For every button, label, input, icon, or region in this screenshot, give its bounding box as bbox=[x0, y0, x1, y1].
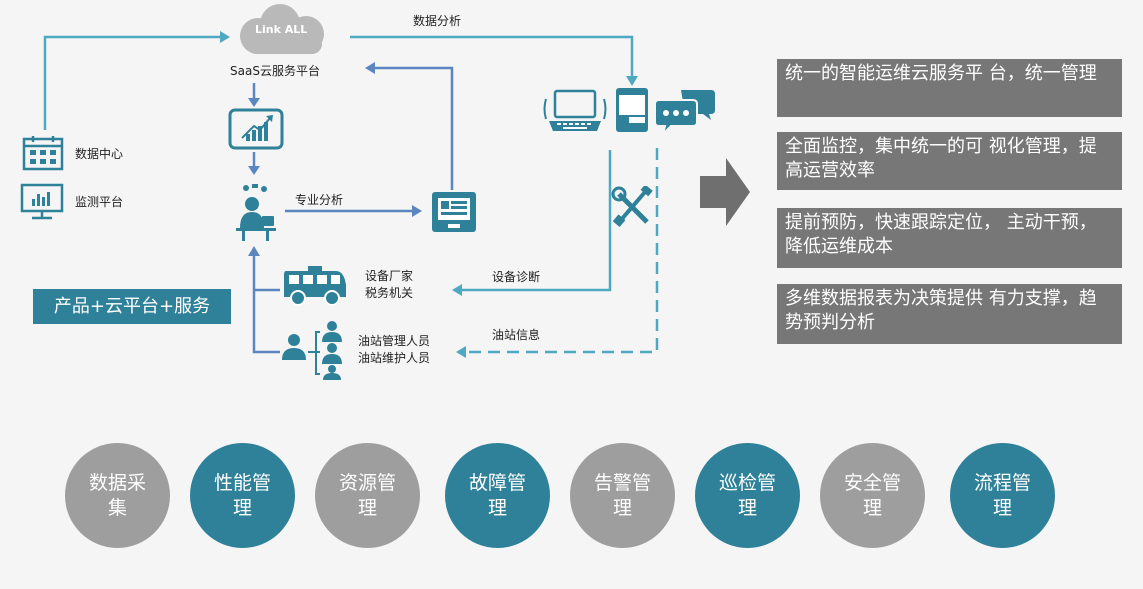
computer-screen-icon bbox=[432, 192, 476, 232]
module-performance: 性能管理 bbox=[190, 443, 295, 548]
label-device-diagnosis: 设备诊断 bbox=[492, 270, 541, 284]
module-inspection: 巡检管理 bbox=[695, 443, 800, 548]
target-vendor-line2: 税务机关 bbox=[365, 286, 414, 300]
feature-3: 提前预防，快速跟踪定位， 主动干预，降低运维成本 bbox=[777, 208, 1122, 268]
feature-4: 多维数据报表为决策提供 有力支撑，趋势预判分析 bbox=[777, 284, 1122, 344]
big-arrow-icon bbox=[700, 158, 750, 226]
module-security: 安全管理 bbox=[820, 443, 925, 548]
label-monitor-platform: 监测平台 bbox=[75, 195, 124, 209]
module-label: 数据采集 bbox=[88, 471, 146, 519]
arrowhead bbox=[220, 31, 230, 43]
module-label: 性能管理 bbox=[213, 471, 271, 519]
line-screen-to-cloud bbox=[375, 66, 454, 190]
arrowhead bbox=[452, 284, 462, 296]
target-staff: 油站管理人员 油站维护人员 bbox=[358, 333, 430, 367]
label-data-analysis: 数据分析 bbox=[413, 14, 462, 28]
analyst-icon bbox=[236, 184, 276, 241]
module-label: 安全管理 bbox=[843, 471, 901, 519]
trend-chart-icon bbox=[228, 108, 284, 150]
staff-group-icon bbox=[282, 321, 342, 380]
line-devices-to-vendor bbox=[462, 150, 612, 292]
target-staff-line1: 油站管理人员 bbox=[358, 334, 431, 348]
cloud-icon bbox=[240, 4, 324, 54]
module-fault: 故障管理 bbox=[445, 443, 550, 548]
arrowhead bbox=[456, 346, 466, 358]
label-data-center: 数据中心 bbox=[75, 147, 124, 161]
tablet-icon bbox=[616, 88, 648, 132]
feature-2: 全面监控，集中统一的可 视化管理，提高运营效率 bbox=[777, 132, 1122, 190]
arrowhead bbox=[626, 76, 638, 86]
feature-1: 统一的智能运维云服务平 台，统一管理 bbox=[777, 59, 1122, 117]
arrowhead bbox=[248, 246, 260, 256]
line-devices-to-staff bbox=[466, 148, 659, 354]
module-label: 巡检管理 bbox=[718, 471, 776, 519]
module-label: 资源管理 bbox=[338, 471, 396, 519]
line-datacenter-to-cloud bbox=[43, 35, 220, 130]
calendar-icon bbox=[22, 136, 64, 171]
label-professional-analysis: 专业分析 bbox=[295, 193, 344, 207]
module-label: 告警管理 bbox=[593, 471, 651, 519]
laptop-icon bbox=[543, 89, 607, 131]
cloud-caption: SaaS云服务平台 bbox=[230, 64, 320, 78]
monitor-chart-icon bbox=[20, 183, 64, 220]
module-label: 流程管理 bbox=[973, 471, 1031, 519]
module-process: 流程管理 bbox=[950, 443, 1055, 548]
module-data-collection: 数据采集 bbox=[65, 443, 170, 548]
product-banner: 产品+云平台+服务 bbox=[33, 289, 231, 324]
module-resource: 资源管理 bbox=[315, 443, 420, 548]
chat-bubbles-icon bbox=[655, 90, 715, 136]
line-staff-to-analyst bbox=[252, 255, 280, 354]
module-label: 故障管理 bbox=[468, 471, 526, 519]
arrowhead bbox=[412, 205, 422, 217]
tools-icon bbox=[611, 186, 653, 228]
arrowhead bbox=[248, 166, 260, 175]
target-vendor-line1: 设备厂家 bbox=[365, 269, 414, 283]
line-cloud-to-devices bbox=[350, 35, 634, 76]
target-staff-line2: 油站维护人员 bbox=[358, 351, 431, 365]
arrowhead bbox=[365, 62, 375, 74]
cloud-brand: Link ALL bbox=[255, 23, 308, 36]
module-alarm: 告警管理 bbox=[570, 443, 675, 548]
target-vendor: 设备厂家 税务机关 bbox=[365, 268, 413, 302]
arrowhead bbox=[248, 98, 260, 107]
label-station-info: 油站信息 bbox=[492, 328, 541, 342]
van-icon bbox=[284, 266, 346, 306]
